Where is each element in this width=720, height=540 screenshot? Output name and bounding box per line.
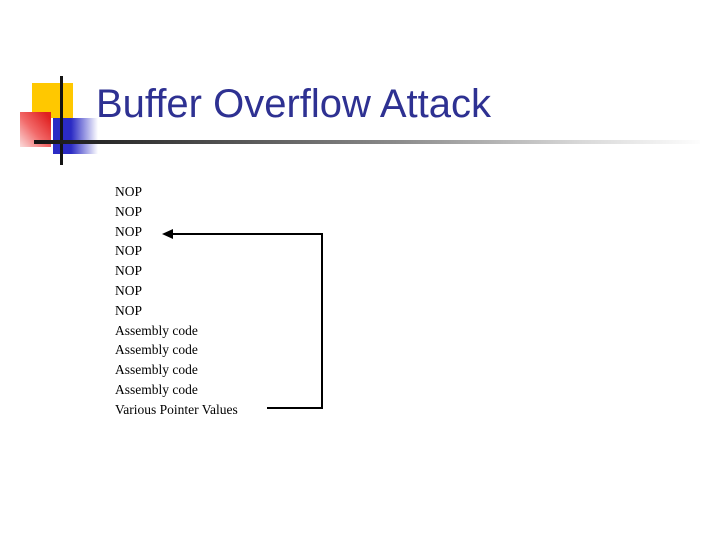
stack-line-assembly: Assembly code bbox=[115, 322, 198, 338]
stack-line-nop-arrow-target: NOP bbox=[115, 223, 143, 239]
slide-title: Buffer Overflow Attack bbox=[96, 82, 491, 126]
stack-line-nop: NOP bbox=[115, 302, 143, 318]
stack-line-assembly: Assembly code bbox=[115, 362, 198, 378]
logo-vertical-line bbox=[60, 76, 63, 165]
stack-line-nop: NOP bbox=[115, 282, 143, 298]
stack-line-nop: NOP bbox=[115, 263, 143, 279]
stack-line-nop: NOP bbox=[115, 184, 143, 199]
memory-stack-block: NOP NOP NOP NOP NOP NOP NOP Assembly cod… bbox=[115, 182, 238, 420]
stack-line-pointer-values: Various Pointer Values bbox=[115, 401, 238, 417]
stack-line-nop: NOP bbox=[115, 243, 143, 259]
stack-line-assembly: Assembly code bbox=[115, 381, 198, 397]
title-divider-rule bbox=[34, 140, 700, 144]
stack-line-nop: NOP bbox=[115, 203, 143, 219]
stack-line-assembly: Assembly code bbox=[115, 342, 198, 358]
